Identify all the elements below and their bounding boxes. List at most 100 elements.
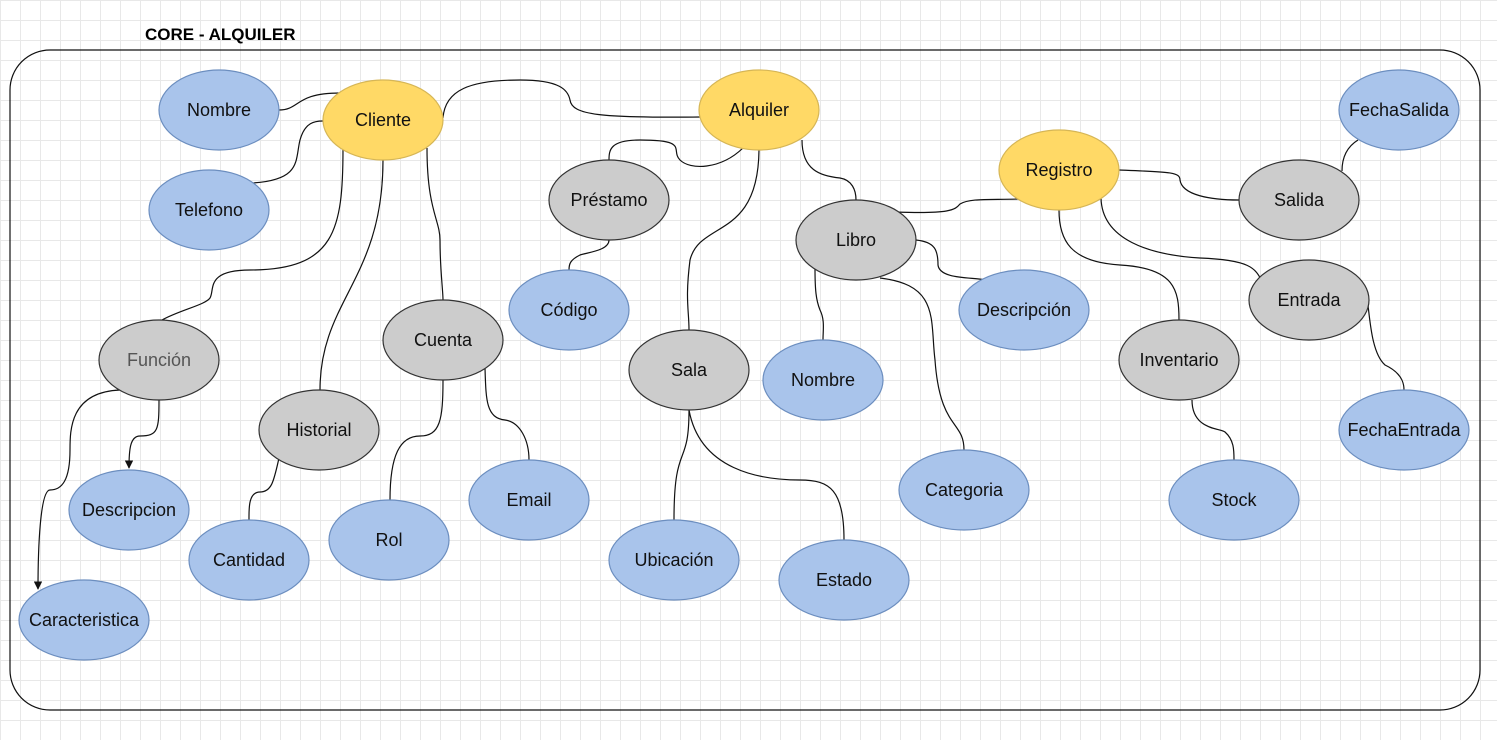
node-libro[interactable]: Libro xyxy=(795,199,917,281)
node-categoria[interactable]: Categoria xyxy=(898,449,1030,531)
edge-entrada-to-fechaentrada[interactable] xyxy=(1364,289,1405,391)
cuenta-ellipse[interactable] xyxy=(382,299,504,381)
email-ellipse[interactable] xyxy=(468,459,590,541)
edge-alquiler-to-sala[interactable] xyxy=(686,149,760,331)
node-registro[interactable]: Registro xyxy=(998,129,1120,211)
stock-label: Stock xyxy=(1211,490,1257,510)
caracteristica-ellipse[interactable] xyxy=(18,579,150,661)
diagram-title: CORE - ALQUILER xyxy=(145,25,295,44)
node-prestamo[interactable]: Préstamo xyxy=(548,159,670,241)
funcion-ellipse[interactable] xyxy=(98,319,220,401)
prestamo-ellipse[interactable] xyxy=(548,159,670,241)
stock-ellipse[interactable] xyxy=(1168,459,1300,541)
node-cliente[interactable]: Cliente xyxy=(322,79,444,161)
node-descripcion2[interactable]: Descripción xyxy=(958,269,1090,351)
edge-libro-to-descripcion2[interactable] xyxy=(915,239,991,284)
node-fechasalida[interactable]: FechaSalida xyxy=(1338,69,1460,151)
edge-alquiler-to-libro[interactable] xyxy=(801,139,857,201)
entrada-ellipse[interactable] xyxy=(1248,259,1370,341)
node-estado[interactable]: Estado xyxy=(778,539,910,621)
cliente-ellipse[interactable] xyxy=(322,79,444,161)
sala-label: Sala xyxy=(671,360,708,380)
edge-telefono-to-cliente[interactable] xyxy=(251,120,324,184)
node-caracteristica[interactable]: Caracteristica xyxy=(18,579,150,661)
node-cuenta[interactable]: Cuenta xyxy=(382,299,504,381)
salida-label: Salida xyxy=(1274,190,1325,210)
codigo-label: Código xyxy=(540,300,597,320)
node-salida[interactable]: Salida xyxy=(1238,159,1360,241)
edge-cliente-to-alquiler[interactable] xyxy=(442,79,701,119)
edge-salida-to-fechasalida[interactable] xyxy=(1341,139,1359,172)
libro-label: Libro xyxy=(836,230,876,250)
edge-cuenta-to-rol[interactable] xyxy=(389,379,444,501)
ubicacion-ellipse[interactable] xyxy=(608,519,740,601)
nombre1-ellipse[interactable] xyxy=(158,69,280,151)
fechasalida-ellipse[interactable] xyxy=(1338,69,1460,151)
node-stock[interactable]: Stock xyxy=(1168,459,1300,541)
nombre2-label: Nombre xyxy=(791,370,855,390)
node-funcion[interactable]: Función xyxy=(98,319,220,401)
nombre1-label: Nombre xyxy=(187,100,251,120)
edge-inventario-to-stock[interactable] xyxy=(1191,399,1235,461)
edge-registro-to-salida[interactable] xyxy=(1118,169,1240,201)
node-nombre2[interactable]: Nombre xyxy=(762,339,884,421)
telefono-label: Telefono xyxy=(175,200,243,220)
descripcion1-label: Descripcion xyxy=(82,500,176,520)
node-entrada[interactable]: Entrada xyxy=(1248,259,1370,341)
node-cantidad[interactable]: Cantidad xyxy=(188,519,310,601)
alquiler-ellipse[interactable] xyxy=(698,69,820,151)
edge-alquiler-to-prestamo[interactable] xyxy=(608,139,744,167)
node-codigo[interactable]: Código xyxy=(508,269,630,351)
estado-ellipse[interactable] xyxy=(778,539,910,621)
nombre2-ellipse[interactable] xyxy=(762,339,884,421)
node-inventario[interactable]: Inventario xyxy=(1118,319,1240,401)
sala-ellipse[interactable] xyxy=(628,329,750,411)
node-descripcion1[interactable]: Descripcion xyxy=(68,469,190,551)
categoria-ellipse[interactable] xyxy=(898,449,1030,531)
edge-cliente-to-cuenta[interactable] xyxy=(426,147,444,301)
edge-libro-to-categoria[interactable] xyxy=(879,277,965,451)
edge-prestamo-to-codigo[interactable] xyxy=(568,239,610,271)
node-fechaentrada[interactable]: FechaEntrada xyxy=(1338,389,1470,471)
descripcion2-ellipse[interactable] xyxy=(958,269,1090,351)
registro-ellipse[interactable] xyxy=(998,129,1120,211)
edge-funcion-to-descripcion1[interactable] xyxy=(124,399,160,469)
node-sala[interactable]: Sala xyxy=(628,329,750,411)
descripcion1-ellipse[interactable] xyxy=(68,469,190,551)
cantidad-label: Cantidad xyxy=(213,550,285,570)
edge-sala-to-estado[interactable] xyxy=(688,409,845,541)
edge-funcion-to-caracteristica[interactable] xyxy=(33,389,121,590)
node-ubicacion[interactable]: Ubicación xyxy=(608,519,740,601)
edge-nombre1-to-cliente[interactable] xyxy=(278,92,341,111)
registro-label: Registro xyxy=(1025,160,1092,180)
node-email[interactable]: Email xyxy=(468,459,590,541)
edge-cliente-to-historial[interactable] xyxy=(319,159,384,391)
ubicacion-label: Ubicación xyxy=(634,550,713,570)
edge-historial-to-cantidad[interactable] xyxy=(248,457,280,521)
telefono-ellipse[interactable] xyxy=(148,169,270,251)
edge-sala-to-ubicacion[interactable] xyxy=(673,409,690,521)
edge-cuenta-to-email[interactable] xyxy=(484,367,530,461)
node-historial[interactable]: Historial xyxy=(258,389,380,471)
node-nombre1[interactable]: Nombre xyxy=(158,69,280,151)
edge-libro-to-registro[interactable] xyxy=(895,198,1020,214)
node-telefono[interactable]: Telefono xyxy=(148,169,270,251)
edge-cliente-to-funcion[interactable] xyxy=(161,147,344,321)
edge-registro-to-entrada[interactable] xyxy=(1100,197,1263,282)
salida-ellipse[interactable] xyxy=(1238,159,1360,241)
historial-label: Historial xyxy=(286,420,351,440)
node-alquiler[interactable]: Alquiler xyxy=(698,69,820,151)
rol-ellipse[interactable] xyxy=(328,499,450,581)
node-rol[interactable]: Rol xyxy=(328,499,450,581)
edge-libro-to-nombre2[interactable] xyxy=(814,267,824,341)
container-frame[interactable] xyxy=(9,49,1481,711)
historial-ellipse[interactable] xyxy=(258,389,380,471)
fechaentrada-ellipse[interactable] xyxy=(1338,389,1470,471)
categoria-label: Categoria xyxy=(925,480,1004,500)
codigo-ellipse[interactable] xyxy=(508,269,630,351)
libro-ellipse[interactable] xyxy=(795,199,917,281)
cantidad-ellipse[interactable] xyxy=(188,519,310,601)
funcion-label: Función xyxy=(127,350,191,370)
inventario-ellipse[interactable] xyxy=(1118,319,1240,401)
edge-registro-to-inventario[interactable] xyxy=(1058,209,1180,321)
